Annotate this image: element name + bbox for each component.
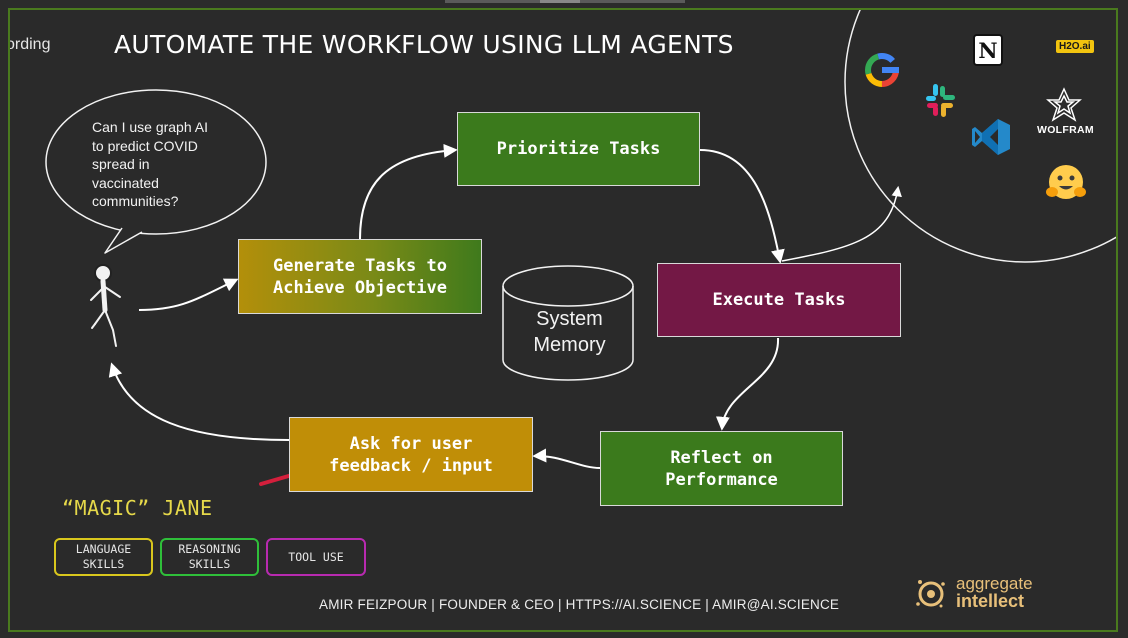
wolfram-label: WOLFRAM: [1037, 124, 1094, 136]
huggingface-icon: [1046, 165, 1086, 199]
tool-use-badge: TOOL USE: [266, 538, 366, 576]
arrow-prioritize-execute: [699, 149, 785, 264]
language-skills-badge: LANGUAGE SKILLS: [54, 538, 153, 576]
aggregate-intellect-logo-icon: [916, 580, 945, 608]
slide-title: AUTOMATE THE WORKFLOW USING LLM AGENTS: [114, 30, 734, 59]
generate-tasks-node: Generate Tasks to Achieve Objective: [238, 239, 482, 314]
arrow-generate-prioritize: [359, 143, 458, 240]
top-bar-handle: [540, 0, 580, 3]
recording-label: ording: [8, 36, 51, 53]
h2o-icon: H2O.ai: [1056, 40, 1094, 53]
reflect-performance-node: Reflect on Performance: [600, 431, 843, 506]
workflow-diagram: [45, 10, 1116, 608]
reasoning-skills-badge: REASONING SKILLS: [160, 538, 259, 576]
tools-circle: [844, 10, 1116, 263]
slack-icon: [926, 84, 955, 117]
arrow-reflect-feedback: [532, 448, 601, 469]
arrow-execute-tools: [781, 185, 902, 262]
brand-name-line2: intellect: [956, 591, 1025, 611]
pen-mark: [259, 473, 294, 486]
system-memory-cylinder: [502, 265, 634, 381]
wolfram-icon: [1046, 87, 1082, 122]
notion-icon: N: [973, 34, 1003, 66]
person-figure: [90, 264, 121, 347]
speech-bubble-text: Can I use graph AI to predict COVID spre…: [92, 119, 208, 209]
arrow-person-generate: [138, 278, 239, 311]
speech-bubble: [45, 89, 267, 254]
slide: ording AUTOMATE THE WORKFLOW USING LLM A…: [8, 8, 1118, 632]
user-feedback-node: Ask for user feedback / input: [289, 417, 533, 492]
footer-credits: AMIR FEIZPOUR | FOUNDER & CEO | HTTPS://…: [319, 597, 840, 612]
google-icon: [865, 53, 899, 87]
system-memory-label: System Memory: [533, 308, 606, 356]
prioritize-tasks-node: Prioritize Tasks: [457, 112, 700, 186]
execute-tasks-node: Execute Tasks: [657, 263, 901, 337]
brand-name-line1: aggregate: [956, 574, 1033, 593]
vscode-icon: [972, 119, 1010, 155]
agent-name: “MAGIC” JANE: [62, 496, 213, 520]
arrow-execute-reflect: [715, 337, 780, 431]
arrow-feedback-person: [108, 362, 290, 441]
